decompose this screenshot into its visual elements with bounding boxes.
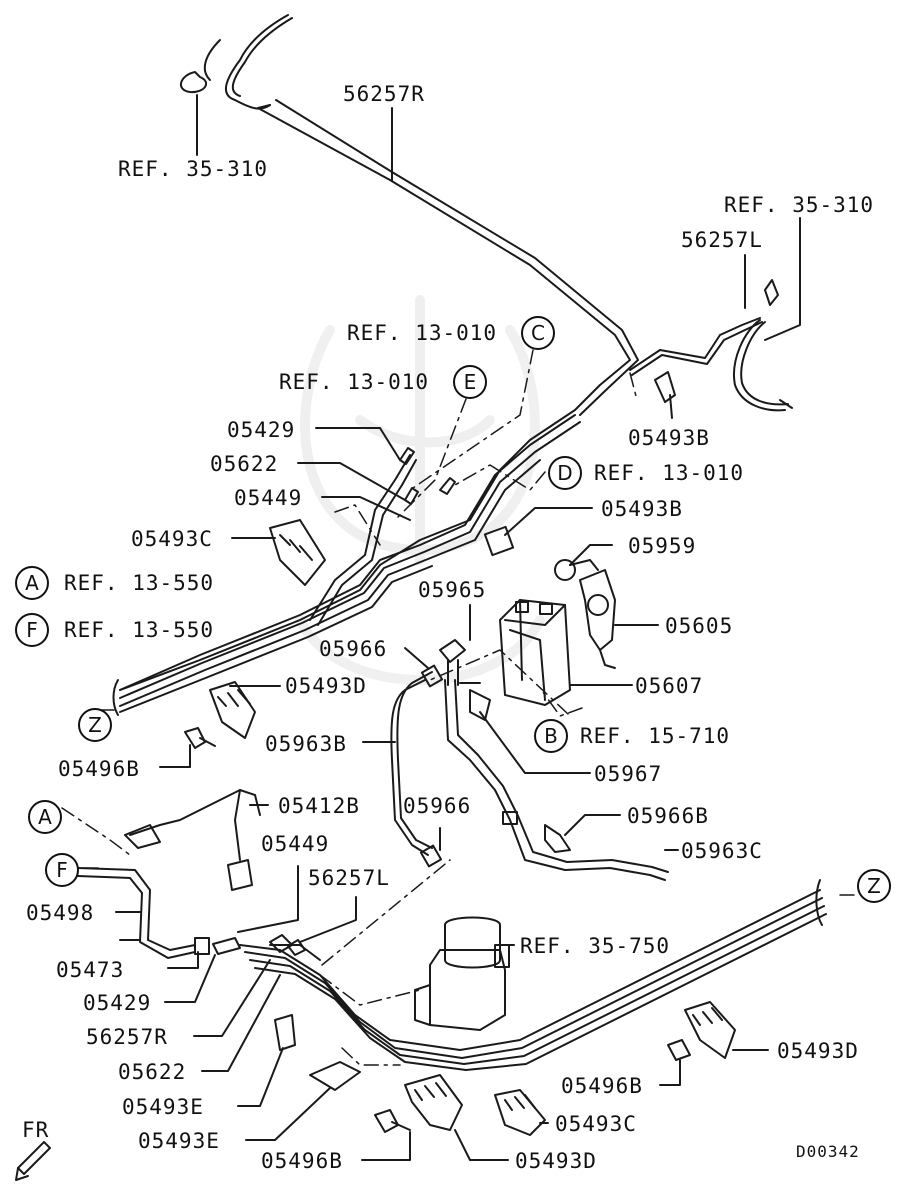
part-label-05963b: 05963B — [265, 732, 347, 756]
part-label-05429-bottom: 05429 — [83, 991, 152, 1015]
ref-label-13-010-d: REF. 13-010 — [594, 461, 745, 485]
clip-05493d-right — [684, 1001, 736, 1059]
ref-label-35-750: REF. 35-750 — [520, 934, 671, 958]
fitting-05965 — [439, 639, 466, 663]
part-label-05622-top: 05622 — [210, 452, 279, 476]
fittings-lower-left — [269, 934, 306, 956]
fitting-05473 — [194, 937, 210, 955]
clip-05493d-bottom — [404, 1074, 463, 1131]
connector-marker-a: A — [15, 566, 49, 600]
part-label-05449-mid: 05449 — [261, 832, 330, 856]
part-label-05607: 05607 — [635, 674, 704, 698]
part-label-05493e-1: 05493E — [122, 1095, 204, 1119]
hydraulic-unit — [414, 916, 510, 1031]
part-label-05412b: 05412B — [278, 794, 360, 818]
part-label-05496b-bottom: 05496B — [261, 1149, 343, 1173]
connector-marker-f: F — [15, 613, 49, 647]
clip-05493c-left — [269, 519, 326, 586]
connector-marker-z-left: Z — [78, 708, 112, 742]
part-label-05496b-right: 05496B — [561, 1074, 643, 1098]
union-fittings-upper — [399, 447, 456, 505]
harness-05412b — [124, 789, 261, 891]
part-label-05605: 05605 — [665, 614, 734, 638]
fr-direction-arrow — [15, 1141, 51, 1181]
part-label-05429-top: 05429 — [227, 418, 296, 442]
part-label-05622-bottom: 05622 — [118, 1060, 187, 1084]
part-label-05493c-bottom: 05493C — [555, 1112, 637, 1136]
part-label-56257l-top: 56257L — [681, 228, 763, 252]
part-label-05963c: 05963C — [681, 839, 763, 863]
part-label-05493d-right: 05493D — [777, 1039, 859, 1063]
ref-label-35-310-right: REF. 35-310 — [724, 193, 875, 217]
clip-05493d-left — [209, 681, 256, 739]
direction-label: FR — [22, 1118, 50, 1142]
hose-05963b — [390, 664, 444, 868]
connector-marker-z-right: Z — [857, 869, 891, 903]
clip-05966b — [544, 824, 571, 853]
diagram-code: D00342 — [796, 1142, 860, 1161]
part-label-56257l-mid: 56257L — [308, 866, 390, 890]
ref-label-15-710: REF. 15-710 — [580, 724, 731, 748]
clip-05493e-1 — [274, 1014, 296, 1051]
connector-marker-f-lower: F — [45, 853, 79, 887]
connector-marker-a-lower: A — [28, 800, 62, 834]
clip-05493b-upper — [654, 371, 676, 403]
clip-05493e-2 — [309, 1061, 361, 1091]
pipe-bundle-left — [112, 414, 581, 716]
part-label-05966-mid: 05966 — [403, 794, 472, 818]
union-05429-bottom — [212, 937, 241, 955]
ref-label-13-550-a: REF. 13-550 — [64, 571, 215, 595]
bolt-05496b-left — [184, 727, 216, 749]
part-label-05493b-2: 05493B — [601, 497, 683, 521]
part-label-05966-top: 05966 — [319, 637, 388, 661]
brake-pipe-56257l-upper — [629, 279, 793, 412]
part-label-05493d-bottom: 05493D — [515, 1149, 597, 1173]
bolt-05496b-bottom — [374, 1109, 411, 1133]
part-label-05965: 05965 — [418, 578, 487, 602]
part-label-05449-top: 05449 — [234, 486, 303, 510]
part-label-05473: 05473 — [56, 958, 125, 982]
canister-05607 — [499, 599, 571, 706]
part-label-05967: 05967 — [594, 762, 663, 786]
part-label-05493e-2: 05493E — [138, 1129, 220, 1153]
connector-marker-b: B — [534, 719, 568, 753]
ref-label-35-310-top: REF. 35-310 — [118, 157, 269, 181]
part-label-05493d-left: 05493D — [285, 674, 367, 698]
connector-marker-c: C — [521, 316, 555, 350]
part-label-56257r-bottom: 56257R — [86, 1025, 168, 1049]
watermark-logo — [295, 295, 545, 685]
pipe-bundle-lower — [239, 879, 827, 1071]
dashed-reference-lines — [61, 349, 856, 1066]
leader-lines — [115, 94, 801, 1161]
clip-05967 — [469, 689, 491, 721]
bracket-05605 — [579, 569, 616, 669]
part-label-05498: 05498 — [26, 901, 95, 925]
part-label-05493c-left: 05493C — [131, 527, 213, 551]
fitting-05493b-middle — [483, 525, 515, 557]
bolt-05959 — [554, 559, 599, 581]
connector-marker-e: E — [453, 365, 487, 399]
hose-05498 — [77, 867, 196, 959]
part-label-56257r-top: 56257R — [343, 82, 425, 106]
part-label-05966b: 05966B — [627, 804, 709, 828]
part-label-05493b-1: 05493B — [628, 426, 710, 450]
bolt-05496b-right — [667, 1039, 691, 1061]
part-label-05496b-left: 05496B — [58, 757, 140, 781]
hose-05963c — [444, 659, 669, 881]
clip-05493c-bottom — [494, 1089, 546, 1136]
ref-label-13-550-f: REF. 13-550 — [64, 618, 215, 642]
connector-marker-d: D — [548, 456, 582, 490]
ref-label-13-010-e: REF. 13-010 — [279, 370, 430, 394]
ref-label-13-010-c: REF. 13-010 — [347, 321, 498, 345]
part-label-05959: 05959 — [628, 534, 697, 558]
